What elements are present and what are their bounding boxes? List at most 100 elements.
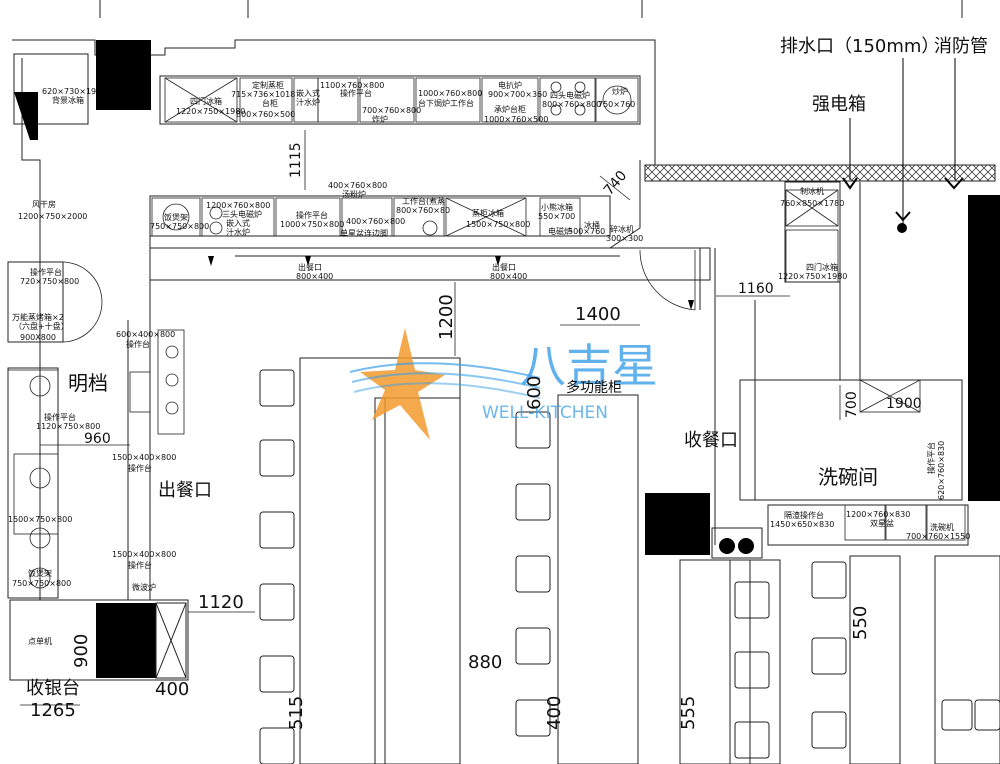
eq-label: 操作平台 — [340, 88, 372, 98]
dim-400-b: 400 — [544, 696, 565, 730]
eq-label: 操作台 — [128, 560, 152, 570]
zone-labels: 排水口（150mm） 消防管 强电箱 明档 出餐口 收餐口 洗碗间 收银台 多功… — [26, 36, 988, 699]
eq-label: 出餐口 — [298, 262, 322, 272]
columns — [14, 40, 1000, 678]
eq-label: 715×736×1018 — [231, 90, 295, 99]
eq-label: 汤粉炉 — [342, 189, 366, 199]
eq-label: 炸炉 — [372, 114, 388, 124]
eq-label: 背景冰箱 — [52, 95, 84, 105]
eq-label: 制冰机 — [800, 186, 824, 196]
eq-label: 蒸柜冰箱 — [472, 208, 504, 218]
eq-label: 四头电磁炉 — [550, 90, 590, 100]
eq-label: 1000×760×800 — [418, 89, 482, 98]
eq-label: 操作平台 — [44, 412, 76, 422]
eq-label: （六盘+十盘） — [14, 321, 69, 331]
eq-label: 万能蒸烤箱×2 — [12, 312, 64, 322]
eq-label: 800×760×500 — [236, 110, 295, 119]
eq-label: 电磁炉 — [548, 226, 572, 236]
eq-label: 800×400 — [296, 272, 333, 281]
dim-1900: 1900 — [886, 396, 922, 412]
eq-label: 工作台(煮蒸 — [402, 196, 445, 206]
eq-label: 300×300 — [606, 234, 643, 243]
eq-label: 1000×760×500 — [484, 115, 548, 124]
eq-label: 饭煲架 — [28, 568, 52, 578]
eq-label: 1500×750×800 — [8, 515, 72, 524]
eq-label: 400×760×800 — [346, 217, 405, 226]
eq-label: 750×750×800 — [150, 222, 209, 231]
dim-1400: 1400 — [575, 304, 621, 325]
eq-label: 台柜 — [262, 98, 278, 108]
eq-label: 900×700×360 — [488, 90, 547, 99]
eq-label: 四门冰箱 — [190, 96, 222, 106]
eq-label: 三头电磁炉 — [222, 209, 262, 219]
eq-label: 1500×400×800 — [112, 453, 176, 462]
eq-label: 风干房 — [32, 199, 56, 209]
eq-label: 操作台 — [126, 339, 150, 349]
dimension-values: 1115 740 1200 1400 1160 960 1120 900 400… — [30, 142, 922, 730]
power-box-label: 强电箱 — [812, 94, 866, 115]
eq-label: 操作台 — [128, 463, 152, 473]
eq-label: 1450×650×830 — [770, 520, 834, 529]
dim-1200: 1200 — [436, 294, 457, 340]
eq-label: 出餐口 — [492, 262, 516, 272]
eq-label: 饭煲架 — [164, 212, 188, 222]
eq-label: 汁水炉 — [296, 97, 320, 107]
eq-label: 台下焗炉工作台 — [418, 98, 474, 108]
eq-label: 760×850×1780 — [780, 199, 844, 208]
dim-960: 960 — [84, 431, 111, 447]
dim-1265: 1265 — [30, 700, 76, 721]
dining-area — [259, 357, 1000, 764]
eq-label: 1200×760×800 — [206, 201, 270, 210]
eq-label: 1200×750×2000 — [18, 212, 87, 221]
eq-label: 550×700 — [538, 212, 575, 221]
eq-label: 400×760×800 — [328, 181, 387, 190]
eq-label: 洗碗机 — [930, 522, 954, 532]
eq-label: 电扒炉 — [498, 80, 522, 90]
logo-cn-text: 八吉星 — [520, 339, 658, 393]
eq-label: 操作平台 — [30, 267, 62, 277]
dishwash-room-label: 洗碗间 — [818, 465, 878, 489]
drain-point — [897, 223, 907, 233]
eq-label: 隔渣操作台 — [784, 510, 824, 520]
eq-label: 单星盆连边脚 — [340, 228, 388, 238]
eq-label: 750×760 — [598, 100, 635, 109]
eq-label: 500×760 — [568, 227, 605, 236]
drain-fixtures — [842, 58, 964, 225]
eq-label: 620×760×830 — [937, 441, 946, 500]
eq-label: 1100×760×800 — [320, 81, 384, 90]
doors — [61, 249, 696, 343]
eq-label: 双星盆 — [870, 518, 894, 528]
eq-label: 操作平台 — [296, 210, 328, 220]
cashier-label: 收银台 — [26, 678, 80, 699]
dim-555: 555 — [678, 696, 699, 730]
eq-label: 承炉台柜 — [494, 104, 526, 114]
dim-1160: 1160 — [738, 281, 774, 297]
collect-window-label: 收餐口 — [684, 430, 738, 451]
eq-label: 小熊冰箱 — [541, 202, 573, 212]
eq-label: 800×760×800 — [542, 100, 601, 109]
dimension-lines — [20, 130, 841, 706]
eq-label: 1120×750×800 — [36, 422, 100, 431]
equipment-outlines — [7, 77, 966, 599]
eq-label: 620×730×19 — [42, 87, 96, 96]
eq-label: 冰桶 — [584, 220, 600, 230]
eq-label: 1220×750×1980 — [778, 272, 847, 281]
serving-arrows — [208, 256, 694, 310]
eq-label: 点单机 — [28, 636, 52, 646]
dim-600: 600 — [524, 376, 545, 410]
pillar-outline — [155, 602, 187, 679]
eq-label: 微波炉 — [132, 582, 156, 592]
eq-label: 900X800 — [20, 333, 56, 342]
eq-label: 750×750×800 — [12, 579, 71, 588]
dim-1120: 1120 — [198, 592, 244, 613]
eq-label: 1500×400×800 — [112, 550, 176, 559]
dim-700: 700 — [844, 391, 860, 418]
brand-logo: 八吉星 WELL-KITCHEN — [349, 328, 658, 440]
eq-label: 700×760×800 — [362, 106, 421, 115]
eq-label: 800×760×80 — [396, 206, 450, 215]
dim-515: 515 — [286, 696, 307, 730]
eq-label: 720×750×800 — [20, 277, 79, 286]
dim-550: 550 — [850, 606, 871, 640]
mingdang-label: 明档 — [68, 371, 108, 395]
